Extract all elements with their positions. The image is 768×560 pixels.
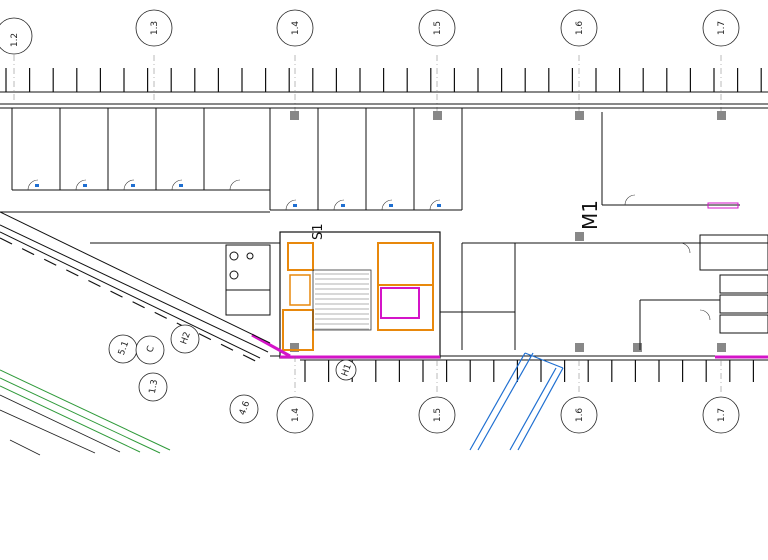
facade-tick [21, 248, 35, 256]
facade-tick [220, 343, 234, 351]
hatched-panel [707, 202, 739, 209]
zone-label-s1: S1 [311, 223, 326, 240]
facade-tick [0, 237, 13, 245]
facade-tick [88, 279, 101, 288]
grid-label-diag-3: H2 [179, 331, 193, 346]
diagonal-ticks [0, 237, 256, 362]
office-row-top [11, 108, 740, 211]
bottom-grid-label-group: 1.4 1.5 1.6 1.7 [291, 408, 727, 423]
zone-label-m1: M1 [578, 200, 602, 230]
grid-label-top-6: 1.7 [717, 21, 727, 35]
grid-label-top-1: 1.2 [10, 33, 20, 47]
stair-treads [315, 273, 369, 330]
grid-label-bottom-1: 1.4 [291, 408, 301, 423]
grid-label-top-5: 1.6 [575, 21, 585, 36]
diagonal-green-lines [0, 369, 171, 454]
grid-label-top-3: 1.4 [291, 21, 301, 36]
facade-tick [154, 311, 167, 319]
grid-label-bottom-4: 1.7 [717, 408, 727, 422]
facade-ticks-bottom [304, 360, 755, 382]
facade-tick [242, 354, 256, 362]
structural-columns [290, 111, 726, 352]
facade-tick [132, 301, 145, 309]
facade-tick [43, 258, 57, 266]
sockets [35, 184, 441, 207]
blue-ramp [469, 352, 564, 451]
corridor-walls [0, 211, 768, 350]
grid-label-bottom-2: 1.5 [433, 408, 443, 422]
magenta-diagonal [251, 333, 291, 358]
facade-tick [198, 333, 212, 341]
zone-label-h1: H1 [340, 363, 354, 378]
diagonal-grid-bubbles [108, 324, 259, 424]
diagonal-dark-lines [0, 394, 121, 456]
grid-label-top-2: 1.3 [150, 21, 160, 35]
top-grid-lines [13, 55, 722, 120]
grid-label-diag-5: 4.6 [238, 400, 252, 417]
door-arcs-top [27, 179, 636, 211]
facade-tick [66, 269, 79, 277]
grid-label-diag-2: C [145, 345, 157, 354]
grid-label-bottom-3: 1.6 [575, 408, 585, 423]
grid-label-diag-1: 5.1 [117, 340, 131, 357]
top-grid-bubbles [0, 9, 740, 55]
grid-label-top-4: 1.5 [433, 21, 443, 35]
bottom-grid-lines [294, 356, 722, 395]
diagonal-grid-label-group: 5.1 C H2 1.3 4.6 [117, 331, 252, 417]
top-facade [0, 91, 768, 109]
wc-block [225, 244, 271, 316]
h1-bubble-group: H1 [335, 359, 357, 381]
diagonal-wing-walls [0, 211, 271, 359]
grid-label-diag-4: 1.3 [148, 379, 160, 395]
bottom-grid-bubbles [276, 396, 740, 434]
top-grid-label-group: 1.2 1.3 1.4 1.5 1.6 1.7 [10, 21, 727, 48]
facade-tick [110, 290, 123, 298]
stair-core [279, 231, 441, 359]
right-rooms [639, 234, 768, 350]
facade-ticks-top [5, 68, 762, 92]
